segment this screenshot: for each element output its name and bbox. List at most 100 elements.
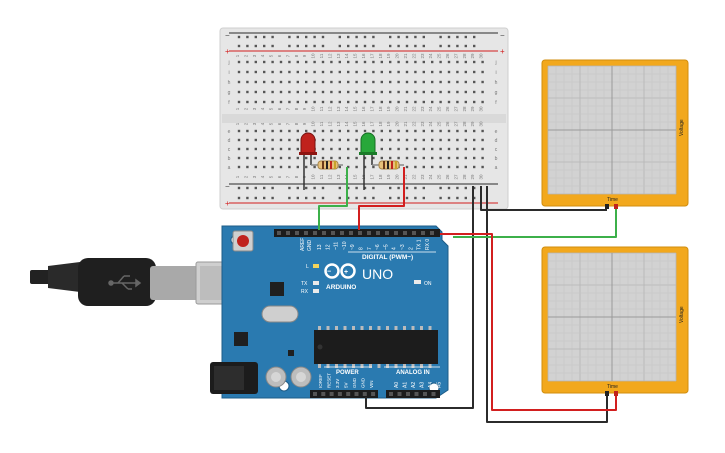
header-pin[interactable] <box>431 392 436 396</box>
terminal-hole[interactable] <box>372 165 375 169</box>
terminal-hole[interactable] <box>271 129 274 133</box>
terminal-hole[interactable] <box>389 60 392 64</box>
terminal-hole[interactable] <box>464 80 467 84</box>
terminal-hole[interactable] <box>321 80 325 84</box>
terminal-hole[interactable] <box>481 80 484 84</box>
terminal-hole[interactable] <box>431 60 434 64</box>
terminal-hole[interactable] <box>456 147 459 151</box>
rail-hole[interactable] <box>473 35 476 39</box>
terminal-hole[interactable] <box>271 70 274 74</box>
terminal-hole[interactable] <box>347 60 350 64</box>
terminal-hole[interactable] <box>464 156 467 160</box>
rail-hole[interactable] <box>347 186 350 190</box>
terminal-hole[interactable] <box>305 129 308 133</box>
terminal-hole[interactable] <box>330 80 333 84</box>
terminal-hole[interactable] <box>305 90 308 94</box>
terminal-hole[interactable] <box>405 80 409 84</box>
terminal-hole[interactable] <box>246 156 249 160</box>
header-pin[interactable] <box>423 392 427 396</box>
terminal-hole[interactable] <box>355 129 358 133</box>
breadboard-holes[interactable] <box>237 35 484 200</box>
terminal-hole[interactable] <box>313 129 316 133</box>
terminal-hole[interactable] <box>355 80 358 84</box>
terminal-hole[interactable] <box>288 100 291 104</box>
terminal-hole[interactable] <box>405 156 409 160</box>
rail-hole[interactable] <box>305 44 308 48</box>
terminal-hole[interactable] <box>464 147 467 151</box>
terminal-hole[interactable] <box>254 90 257 94</box>
terminal-hole[interactable] <box>431 100 434 104</box>
terminal-hole[interactable] <box>414 90 417 94</box>
breadboard[interactable]: − + − + − + 1111222233334444555566667777… <box>219 27 509 210</box>
terminal-hole[interactable] <box>321 70 325 74</box>
terminal-hole[interactable] <box>439 147 442 151</box>
terminal-hole[interactable] <box>456 156 459 160</box>
terminal-hole[interactable] <box>271 138 274 142</box>
scope-1-terminal-neg[interactable] <box>605 204 609 209</box>
rail-hole[interactable] <box>263 196 266 200</box>
terminal-hole[interactable] <box>447 138 451 142</box>
rail-hole[interactable] <box>305 35 308 39</box>
rail-hole[interactable] <box>263 186 266 190</box>
rail-hole[interactable] <box>355 44 358 48</box>
terminal-hole[interactable] <box>439 90 442 94</box>
terminal-hole[interactable] <box>397 90 400 94</box>
digital-header[interactable] <box>274 229 440 237</box>
terminal-hole[interactable] <box>439 70 442 74</box>
terminal-hole[interactable] <box>464 90 467 94</box>
terminal-hole[interactable] <box>422 70 425 74</box>
terminal-hole[interactable] <box>338 90 341 94</box>
header-pin[interactable] <box>295 231 299 235</box>
header-pin[interactable] <box>322 231 326 235</box>
terminal-hole[interactable] <box>414 156 417 160</box>
terminal-hole[interactable] <box>481 90 484 94</box>
terminal-hole[interactable] <box>237 80 241 84</box>
rail-hole[interactable] <box>288 44 291 48</box>
terminal-hole[interactable] <box>338 147 341 151</box>
terminal-hole[interactable] <box>313 80 316 84</box>
terminal-hole[interactable] <box>254 100 257 104</box>
rail-hole[interactable] <box>405 44 409 48</box>
header-pin[interactable] <box>389 392 393 396</box>
terminal-hole[interactable] <box>305 80 308 84</box>
header-pin[interactable] <box>406 392 410 396</box>
terminal-hole[interactable] <box>380 80 383 84</box>
rail-hole[interactable] <box>321 44 325 48</box>
header-pin[interactable] <box>421 231 425 235</box>
terminal-hole[interactable] <box>431 70 434 74</box>
terminal-hole[interactable] <box>288 156 291 160</box>
terminal-hole[interactable] <box>372 156 375 160</box>
terminal-hole[interactable] <box>279 156 283 160</box>
header-pin[interactable] <box>277 231 281 235</box>
terminal-hole[interactable] <box>338 70 341 74</box>
header-pin[interactable] <box>349 231 353 235</box>
terminal-hole[interactable] <box>389 156 392 160</box>
rail-hole[interactable] <box>473 196 476 200</box>
terminal-hole[interactable] <box>431 147 434 151</box>
terminal-hole[interactable] <box>263 80 266 84</box>
scope-2-terminal-neg[interactable] <box>605 391 609 396</box>
rail-hole[interactable] <box>321 35 325 39</box>
terminal-hole[interactable] <box>372 100 375 104</box>
terminal-hole[interactable] <box>305 100 308 104</box>
terminal-hole[interactable] <box>414 60 417 64</box>
terminal-hole[interactable] <box>363 100 367 104</box>
terminal-hole[interactable] <box>330 156 333 160</box>
terminal-hole[interactable] <box>355 90 358 94</box>
terminal-hole[interactable] <box>439 60 442 64</box>
rail-hole[interactable] <box>389 196 392 200</box>
oscilloscope-1[interactable]: Time Voltage <box>541 59 689 209</box>
rail-hole[interactable] <box>313 196 316 200</box>
terminal-hole[interactable] <box>397 60 400 64</box>
terminal-hole[interactable] <box>313 70 316 74</box>
terminal-hole[interactable] <box>330 129 333 133</box>
terminal-hole[interactable] <box>263 147 266 151</box>
terminal-hole[interactable] <box>330 90 333 94</box>
rail-hole[interactable] <box>405 186 409 190</box>
terminal-hole[interactable] <box>347 70 350 74</box>
header-pin[interactable] <box>358 231 362 235</box>
terminal-hole[interactable] <box>372 70 375 74</box>
terminal-hole[interactable] <box>246 165 249 169</box>
terminal-hole[interactable] <box>330 100 333 104</box>
rail-hole[interactable] <box>347 35 350 39</box>
